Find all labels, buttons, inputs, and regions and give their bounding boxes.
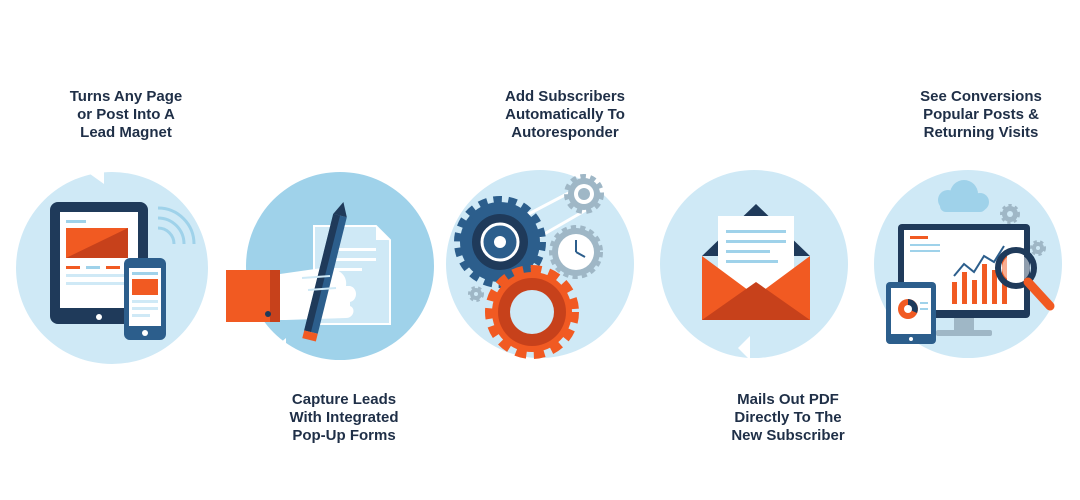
step-2-caption-line: With Integrated — [289, 409, 399, 426]
phone-screen — [129, 268, 161, 326]
grey-gear — [564, 174, 604, 214]
cloud-icon — [938, 180, 989, 212]
cycle-arrow-icon — [90, 164, 104, 184]
step-1-caption: Turns Any Page or Post Into A Lead Magne… — [26, 88, 226, 142]
tablet-phone-icon — [16, 164, 208, 364]
step-2-caption: Capture Leads With Integrated Pop-Up For… — [244, 391, 444, 445]
step-5-caption: See Conversions Popular Posts & Returnin… — [881, 88, 1080, 142]
blue-gear — [454, 196, 546, 288]
step-1-caption-line: Turns Any Page — [69, 88, 183, 105]
analytics-icon — [874, 162, 1062, 358]
cycle-arrow-icon — [738, 336, 750, 360]
magnifier-icon — [995, 247, 1055, 311]
step-1-caption-line: Lead Magnet — [80, 124, 172, 141]
step-3-caption-line: Add Subscribers — [504, 88, 626, 105]
step-1-caption-line: or Post Into A — [77, 106, 175, 123]
step-3-caption-line: Automatically To — [505, 106, 625, 123]
envelope-icon — [660, 170, 848, 360]
step-4-caption-line: New Subscriber — [731, 427, 845, 444]
hand-pen-icon — [226, 172, 434, 362]
cycle-arrow-icon — [916, 162, 930, 182]
pen-icon — [302, 202, 347, 342]
cycle-arrow-icon — [528, 354, 552, 366]
step-5-caption-line: See Conversions — [920, 88, 1042, 105]
step-5-caption-line: Popular Posts & — [923, 106, 1039, 123]
step-4-caption-line: Directly To The — [734, 409, 842, 426]
step-2-caption-line: Capture Leads — [291, 391, 397, 408]
gears-icon — [446, 170, 634, 366]
step-2-caption-line: Pop-Up Forms — [292, 427, 396, 444]
clock-icon — [549, 225, 603, 279]
step-5-caption-line: Returning Visits — [923, 124, 1039, 141]
step-4-caption-line: Mails Out PDF — [737, 391, 839, 408]
cycle-arrow-icon — [272, 338, 286, 362]
step-4-caption: Mails Out PDF Directly To The New Subscr… — [688, 391, 888, 445]
step-3-caption: Add Subscribers Automatically To Autores… — [465, 88, 665, 142]
step-3-caption-line: Autoresponder — [511, 124, 619, 141]
orange-gear — [485, 265, 579, 359]
